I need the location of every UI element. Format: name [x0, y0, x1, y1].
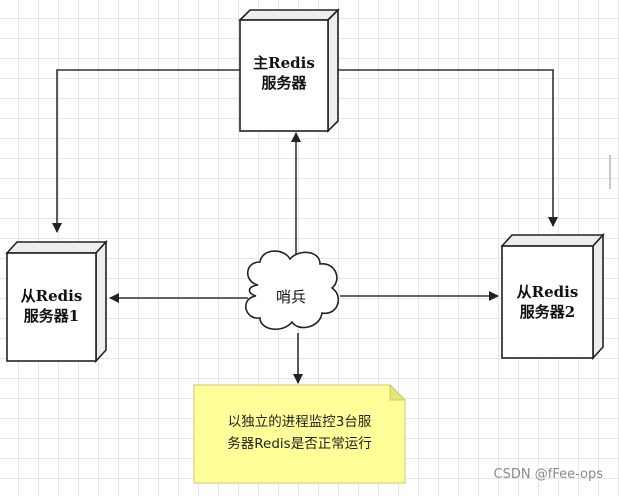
slave2-box-side	[592, 232, 604, 361]
master-box-side	[327, 8, 339, 133]
master-server-label: 主Redis 服务器	[240, 53, 328, 93]
master-to-slave1-arrow	[52, 69, 240, 233]
slave1-label-line1: 从Redis	[20, 287, 83, 305]
master-label-line1: 主Redis	[253, 54, 315, 72]
note-line2: 务器Redis是否正常运行	[227, 436, 372, 452]
master-server-box[interactable]	[238, 8, 340, 133]
note-text: 以独立的进程监控3台服 务器Redis是否正常运行	[194, 411, 405, 455]
note-body	[193, 384, 406, 484]
slave1-server-box[interactable]	[5, 239, 108, 364]
slave2-box-top	[500, 234, 605, 247]
sentinel-cloud[interactable]	[245, 250, 340, 330]
slave1-server-label: 从Redis 服务器1	[7, 286, 96, 326]
slave1-box-top	[5, 241, 108, 254]
slave2-label-line2: 服务器2	[519, 303, 576, 321]
slave1-label-line2: 服务器1	[23, 307, 80, 325]
sentinel-label: 哨兵	[276, 288, 307, 306]
note-fold	[389, 383, 407, 401]
master-box-top	[238, 9, 340, 21]
slave2-box-front	[501, 245, 594, 359]
note-line1: 以独立的进程监控3台服	[227, 414, 372, 430]
slave1-box-side	[95, 239, 107, 364]
connectors	[52, 69, 558, 384]
master-box-front	[239, 19, 329, 132]
master-label-line2: 服务器	[261, 74, 307, 92]
sentinel-note	[193, 383, 407, 484]
slave1-box-front	[6, 252, 97, 362]
watermark: CSDN @fFee-ops	[493, 467, 603, 482]
slave2-server-box[interactable]	[500, 232, 605, 361]
scrollbar-thumb[interactable]	[609, 155, 611, 189]
master-to-slave2-arrow	[338, 69, 558, 227]
slave2-label-line1: 从Redis	[516, 283, 579, 301]
slave2-server-label: 从Redis 服务器2	[502, 282, 593, 322]
